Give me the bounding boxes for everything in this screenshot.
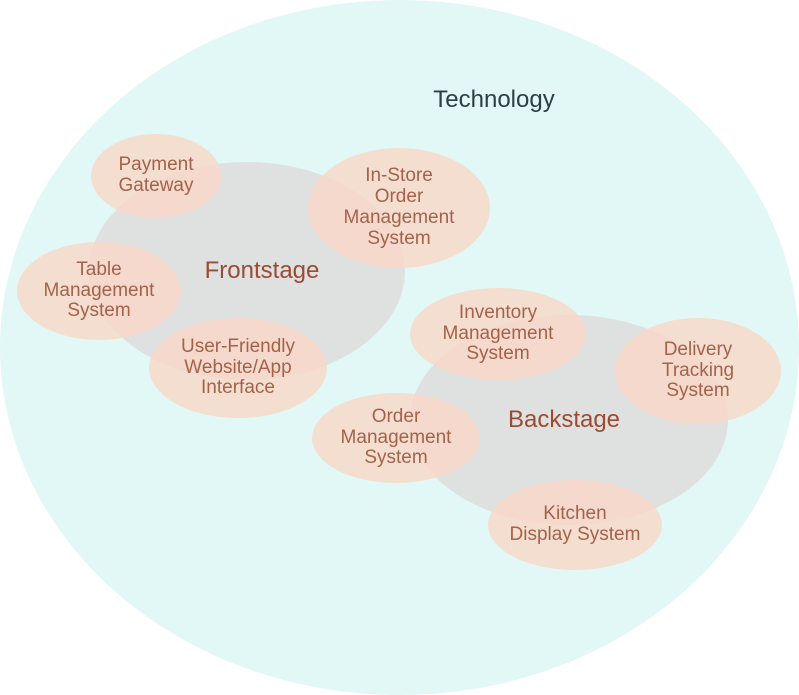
node-label: Table Management System	[43, 258, 155, 322]
node-table-management-system: Table Management System	[17, 242, 181, 340]
node-in-store-order-management-system: In-Store Order Management System	[308, 148, 490, 268]
node-label: In-Store Order Management System	[343, 165, 455, 249]
node-kitchen-display-system: Kitchen Display System	[488, 480, 662, 570]
node-label: Payment Gateway	[118, 154, 194, 196]
technology-label: Technology	[433, 86, 555, 113]
node-order-management-system: Order Management System	[312, 393, 480, 483]
node-payment-gateway: Payment Gateway	[91, 134, 221, 218]
node-label: Kitchen Display System	[509, 503, 641, 545]
frontstage-label: Frontstage	[204, 257, 320, 284]
node-delivery-tracking-system: Delivery Tracking System	[615, 318, 781, 424]
node-label: Delivery Tracking System	[661, 338, 735, 402]
node-label: Order Management System	[340, 405, 452, 469]
node-inventory-management-system: Inventory Management System	[410, 288, 586, 380]
node-label: Inventory Management System	[442, 301, 554, 365]
node-label: User-Friendly Website/App Interface	[180, 335, 296, 399]
backstage-label: Backstage	[507, 406, 621, 433]
node-user-friendly-website-app-interface: User-Friendly Website/App Interface	[149, 318, 327, 418]
